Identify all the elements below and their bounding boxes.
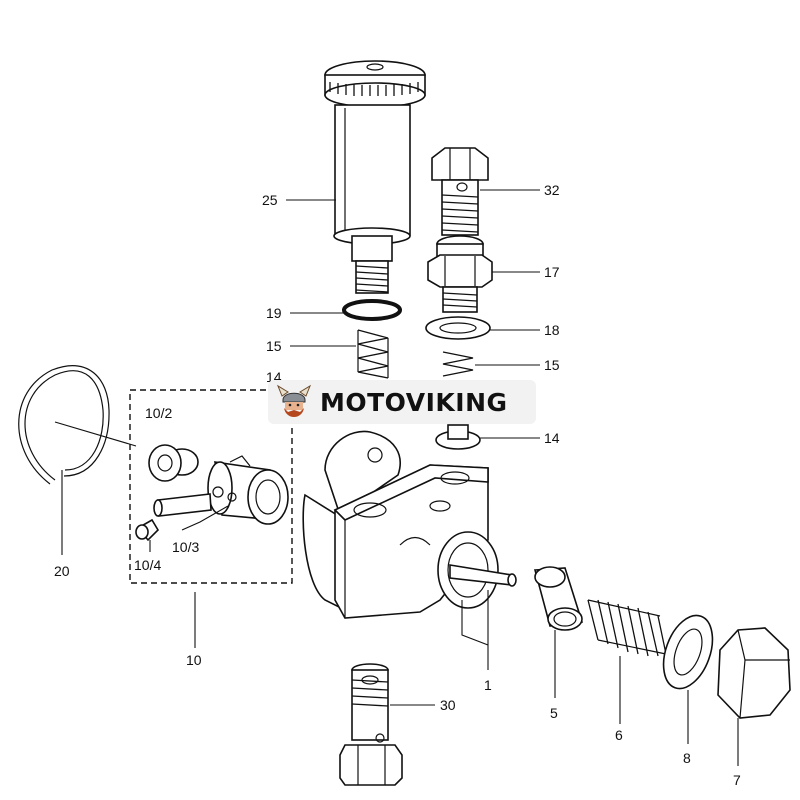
callout-14-right: 14 (544, 430, 560, 446)
callout-15-right: 15 (544, 357, 560, 373)
part-7-hex-plug (717, 627, 791, 719)
callout-10: 10 (186, 652, 202, 668)
leader-lines (54, 189, 739, 766)
part-1-pump-body (302, 430, 517, 619)
part-17-union-nut (427, 235, 493, 313)
callout-labels: 25 19 15 14 32 17 18 15 14 10/2 10/3 10/… (54, 182, 741, 788)
callout-19: 19 (266, 305, 282, 321)
callout-10-4: 10/4 (134, 557, 161, 573)
part-19-o-ring (342, 299, 402, 321)
callout-32: 32 (544, 182, 560, 198)
callout-8: 8 (683, 750, 691, 766)
callout-5: 5 (550, 705, 558, 721)
part-10-assembly (129, 389, 293, 584)
callout-10-2: 10/2 (145, 405, 172, 421)
callout-1: 1 (484, 677, 492, 693)
callout-17: 17 (544, 264, 560, 280)
part-14-valve-right (435, 424, 481, 450)
part-8-washer (662, 614, 714, 690)
viking-logo-icon (276, 384, 312, 417)
brand-name: MOTOVIKING (320, 387, 508, 417)
part-20-snap-ring (18, 365, 110, 485)
part-32-banjo-bolt (431, 147, 489, 236)
part-10-4-plug (135, 518, 160, 542)
brand-watermark: MOTOVIKING (268, 380, 536, 424)
part-6-spring (587, 599, 667, 657)
part-10-2-roller (148, 444, 199, 482)
part-30-hollow-bolt (339, 663, 403, 786)
callout-25: 25 (262, 192, 278, 208)
callout-15-left: 15 (266, 338, 282, 354)
part-18-washer (425, 316, 491, 340)
callout-10-3: 10/3 (172, 539, 199, 555)
part-15-spring-left (357, 329, 389, 379)
callout-6: 6 (615, 727, 623, 743)
part-15-spring-right (442, 351, 474, 377)
callout-18: 18 (544, 322, 560, 338)
part-5-sleeve (533, 566, 584, 631)
callout-30: 30 (440, 697, 456, 713)
callout-20: 20 (54, 563, 70, 579)
part-25-hand-primer (324, 60, 426, 294)
part-10-tappet (207, 455, 289, 525)
part-10-3-pin (153, 493, 212, 517)
callout-7: 7 (733, 772, 741, 788)
